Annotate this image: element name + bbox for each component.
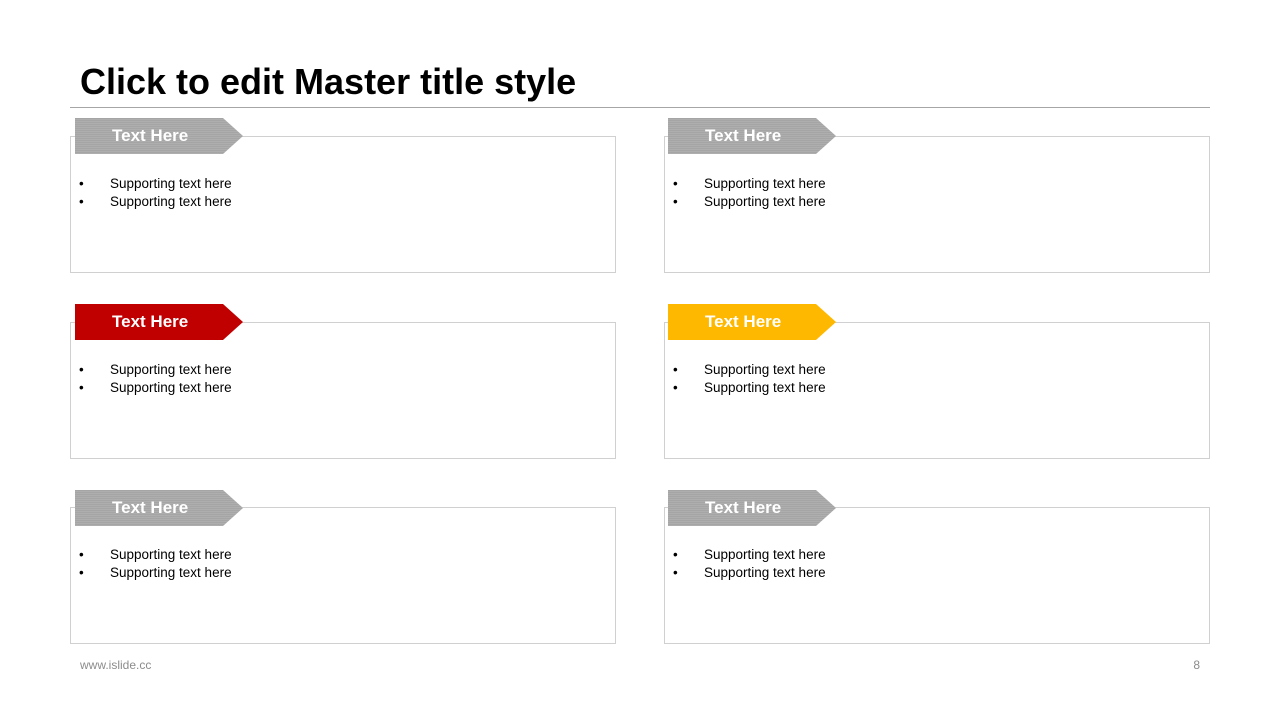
card-tag-5[interactable]: Text Here xyxy=(75,490,243,526)
list-item[interactable]: • Supporting text here xyxy=(673,379,826,397)
bullet-text: Supporting text here xyxy=(110,362,232,377)
list-item[interactable]: • Supporting text here xyxy=(79,546,232,564)
list-item[interactable]: • Supporting text here xyxy=(673,564,826,582)
bullet-icon: • xyxy=(79,176,84,191)
bullet-list: • Supporting text here • Supporting text h… xyxy=(673,175,826,210)
footer-website: www.islide.cc xyxy=(80,658,152,672)
list-item[interactable]: • Supporting text here xyxy=(79,193,232,211)
bullet-text: Supporting text here xyxy=(704,176,826,191)
card-tag-2[interactable]: Text Here xyxy=(668,118,836,154)
bullet-list: • Supporting text here • Supporting text h… xyxy=(79,546,232,581)
bullet-text: Supporting text here xyxy=(110,564,232,580)
bullet-icon: • xyxy=(79,379,84,395)
card-tag-label: Text Here xyxy=(705,498,782,517)
card-tag-4[interactable]: Text Here xyxy=(668,304,836,340)
card-tag-label: Text Here xyxy=(705,312,782,331)
page-number: 8 xyxy=(1193,658,1200,672)
card-tag-6[interactable]: Text Here xyxy=(668,490,836,526)
content-card: • Supporting text here • Supporting text h… xyxy=(664,322,1210,459)
content-card: • Supporting text here • Supporting text h… xyxy=(70,136,616,273)
list-item[interactable]: • Supporting text here xyxy=(673,175,826,193)
bullet-text: Supporting text here xyxy=(704,379,826,395)
bullet-text: Supporting text here xyxy=(110,379,232,395)
list-item[interactable]: • Supporting text here xyxy=(79,379,232,397)
bullet-list: • Supporting text here • Supporting text h… xyxy=(79,361,232,396)
bullet-list: • Supporting text here • Supporting text h… xyxy=(79,175,232,210)
bullet-text: Supporting text here xyxy=(704,547,826,562)
bullet-icon: • xyxy=(673,193,678,209)
list-item[interactable]: • Supporting text here xyxy=(79,175,232,193)
content-card: • Supporting text here • Supporting text h… xyxy=(664,136,1210,273)
bullet-icon: • xyxy=(673,547,678,562)
bullet-list: • Supporting text here • Supporting text h… xyxy=(673,361,826,396)
page-title[interactable]: Click to edit Master title style xyxy=(80,61,577,102)
bullet-icon: • xyxy=(79,362,84,377)
list-item[interactable]: • Supporting text here xyxy=(79,564,232,582)
bullet-icon: • xyxy=(673,176,678,191)
bullet-icon: • xyxy=(79,564,84,580)
card-tag-1[interactable]: Text Here xyxy=(75,118,243,154)
card-tag-label: Text Here xyxy=(112,498,189,517)
bullet-text: Supporting text here xyxy=(110,547,232,562)
list-item[interactable]: • Supporting text here xyxy=(79,361,232,379)
bullet-icon: • xyxy=(673,362,678,377)
content-card: • Supporting text here • Supporting text h… xyxy=(70,322,616,459)
bullet-text: Supporting text here xyxy=(704,564,826,580)
bullet-text: Supporting text here xyxy=(704,193,826,209)
bullet-text: Supporting text here xyxy=(110,176,232,191)
content-card: • Supporting text here • Supporting text h… xyxy=(70,507,616,644)
card-tag-3[interactable]: Text Here xyxy=(75,304,243,340)
content-card: • Supporting text here • Supporting text h… xyxy=(664,507,1210,644)
card-tag-label: Text Here xyxy=(112,312,189,331)
bullet-list: • Supporting text here • Supporting text h… xyxy=(673,546,826,581)
bullet-icon: • xyxy=(79,193,84,209)
bullet-text: Supporting text here xyxy=(110,193,232,209)
bullet-icon: • xyxy=(79,547,84,562)
bullet-text: Supporting text here xyxy=(704,362,826,377)
card-tag-label: Text Here xyxy=(705,126,782,145)
bullet-icon: • xyxy=(673,379,678,395)
title-divider xyxy=(70,107,1210,108)
card-tag-label: Text Here xyxy=(112,126,189,145)
list-item[interactable]: • Supporting text here xyxy=(673,546,826,564)
list-item[interactable]: • Supporting text here xyxy=(673,361,826,379)
list-item[interactable]: • Supporting text here xyxy=(673,193,826,211)
bullet-icon: • xyxy=(673,564,678,580)
